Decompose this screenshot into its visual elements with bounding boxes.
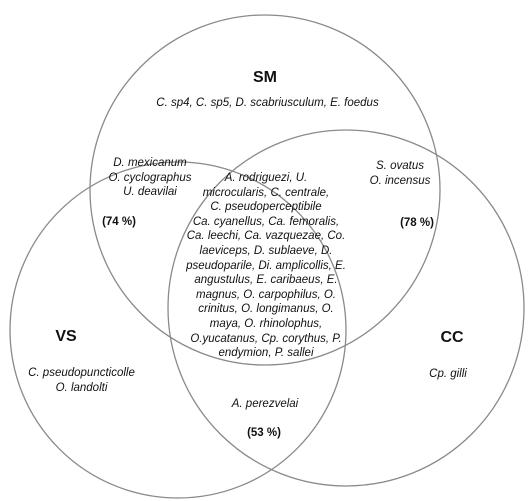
species-line: A. rodriguezi, U. bbox=[224, 172, 308, 184]
region-vs-cc: A. perezvelai bbox=[215, 397, 315, 412]
region-sm-cc: S. ovatus O. incensus bbox=[355, 159, 445, 188]
species-line: laeviceps, D. sublaeve, D. bbox=[199, 244, 333, 257]
percentage-sm-cc: (78 %) bbox=[400, 217, 434, 229]
species-line: C. pseudoperceptibile bbox=[210, 201, 322, 214]
species-line: S. ovatus bbox=[376, 160, 424, 172]
circle-vs bbox=[9, 161, 347, 499]
species-line: microcularis, C. centrale, bbox=[202, 186, 330, 199]
species-line: crinitus, O. longimanus, O. bbox=[198, 303, 334, 316]
region-center: A. rodriguezi, U. microcularis, C. centr… bbox=[168, 171, 364, 361]
percentage-vs-cc: (53 %) bbox=[247, 427, 281, 439]
species-line: maya, O. rhinolophus, bbox=[209, 317, 323, 330]
species-line: O. cyclographus bbox=[108, 171, 192, 184]
species-line: C. sp4, C. sp5, D. scabriusculum, E. foe… bbox=[156, 97, 379, 109]
set-label-vs: VS bbox=[55, 328, 77, 345]
region-sm-vs: D. mexicanum O. cyclographus U. deavilai bbox=[85, 156, 215, 200]
region-sm-only: C. sp4, C. sp5, D. scabriusculum, E. foe… bbox=[120, 96, 415, 111]
species-line: pseudoparile, Di. amplicollis, E. bbox=[186, 259, 346, 272]
species-line: D. mexicanum bbox=[113, 157, 187, 169]
percentage-sm-vs: (74 %) bbox=[102, 216, 136, 228]
species-line: Ca. leechi, Ca. vazquezae, Co. bbox=[186, 230, 346, 243]
species-line: Ca. cyanellus, Ca. femoralis, bbox=[192, 215, 340, 228]
species-line: C. pseudopuncticolle bbox=[28, 367, 135, 379]
species-line: magnus, O. carpophilus, O. bbox=[196, 288, 336, 301]
set-label-cc: CC bbox=[440, 329, 464, 346]
set-label-sm: SM bbox=[253, 69, 277, 86]
species-line: angustulus, E. caribaeus, E. bbox=[194, 274, 338, 287]
species-line: O.yucatanus, Cp. corythus, P. bbox=[190, 332, 342, 345]
species-line: A. perezvelai bbox=[231, 398, 299, 410]
species-line: O. landolti bbox=[55, 381, 108, 394]
species-line: endymion, P. sallei bbox=[218, 347, 314, 360]
region-cc-only: Cp. gilli bbox=[412, 367, 484, 382]
circle-sm bbox=[89, 14, 441, 366]
species-line: O. incensus bbox=[369, 174, 431, 187]
circle-cc bbox=[167, 129, 525, 487]
region-vs-only: C. pseudopuncticolle O. landolti bbox=[14, 366, 149, 395]
species-line: U. deavilai bbox=[123, 186, 177, 199]
species-line: Cp. gilli bbox=[429, 368, 467, 380]
